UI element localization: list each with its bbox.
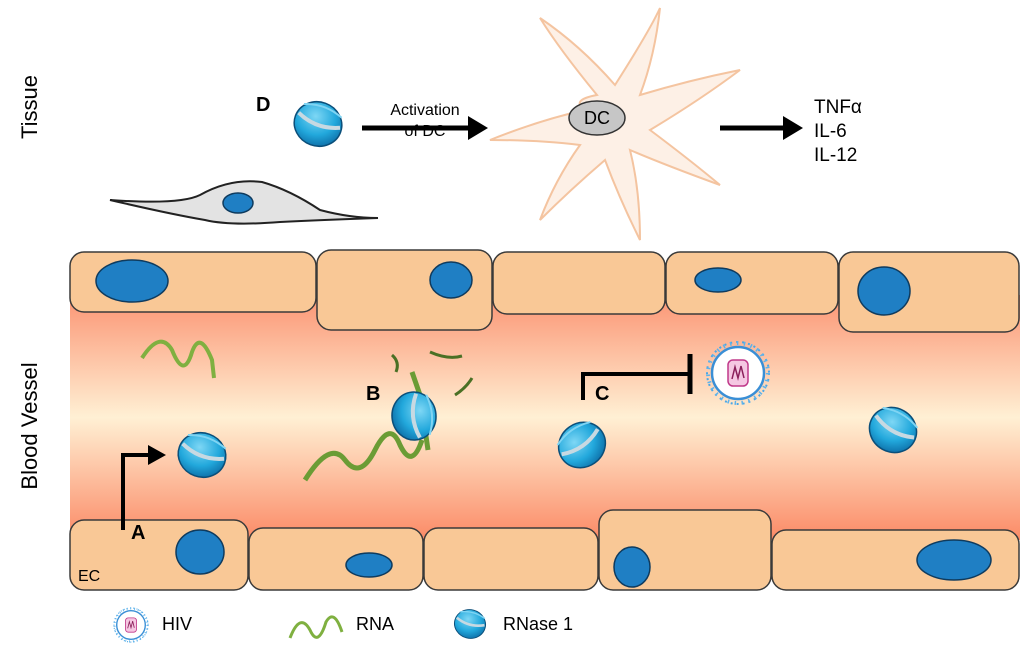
- region-label-blood-vessel: Blood Vessel: [17, 362, 42, 490]
- cytokine-item: IL-6: [814, 121, 847, 142]
- cytokine-arrow: [720, 116, 803, 140]
- hiv-icon: [112, 606, 150, 644]
- rna-icon: [140, 339, 216, 379]
- nucleus: [429, 261, 473, 299]
- rnase-icon: [285, 93, 351, 155]
- cytokine-list: TNFα IL-6 IL-12: [814, 96, 862, 168]
- legend-rna-label: RNA: [356, 614, 395, 634]
- ec-label: EC: [78, 568, 101, 585]
- activation-arrow: [362, 116, 488, 140]
- nuclei-top: [95, 259, 911, 316]
- rnase-icon: [449, 604, 491, 644]
- nucleus: [613, 546, 651, 588]
- endothelial-cell: [248, 527, 424, 591]
- activation-label-line1: Activation: [390, 102, 460, 119]
- secretion-arrow: [121, 445, 166, 530]
- region-label-tissue: Tissue: [17, 75, 42, 139]
- inhibition-bar: [581, 354, 693, 400]
- step-label-d: D: [256, 94, 271, 116]
- dc-nucleus: [568, 100, 626, 136]
- endothelial-cell: [665, 251, 839, 315]
- nucleus: [857, 266, 911, 316]
- nucleus: [95, 259, 169, 303]
- legend-hiv-label: HIV: [162, 614, 193, 634]
- nucleus: [345, 552, 393, 578]
- activation-label-line2: of DC: [404, 123, 446, 140]
- rna-icon: [288, 615, 344, 639]
- nuclei-bottom: [175, 529, 992, 588]
- rna-fragments: [390, 350, 474, 397]
- nucleus: [694, 267, 742, 293]
- dc-label: DC: [584, 108, 610, 128]
- nucleus: [916, 539, 992, 581]
- endothelial-cell: [492, 251, 666, 315]
- fibroblast: [109, 180, 379, 225]
- cytokine-item: TNFα: [814, 97, 862, 118]
- vessel-lumen: [70, 295, 1020, 540]
- step-label-b: B: [366, 383, 381, 405]
- fibroblast-nucleus: [222, 192, 254, 214]
- activation-label: Activation of DC: [370, 100, 480, 142]
- endothelial-layer-top: [69, 249, 1020, 333]
- endothelial-cell: [423, 527, 599, 591]
- dendritic-cell: [489, 7, 741, 241]
- step-label-c: C: [595, 383, 610, 405]
- step-label-a: A: [131, 522, 146, 544]
- legend-rnase-label: RNase 1: [503, 614, 574, 634]
- cytokine-item: IL-12: [814, 145, 858, 166]
- nucleus: [175, 529, 225, 575]
